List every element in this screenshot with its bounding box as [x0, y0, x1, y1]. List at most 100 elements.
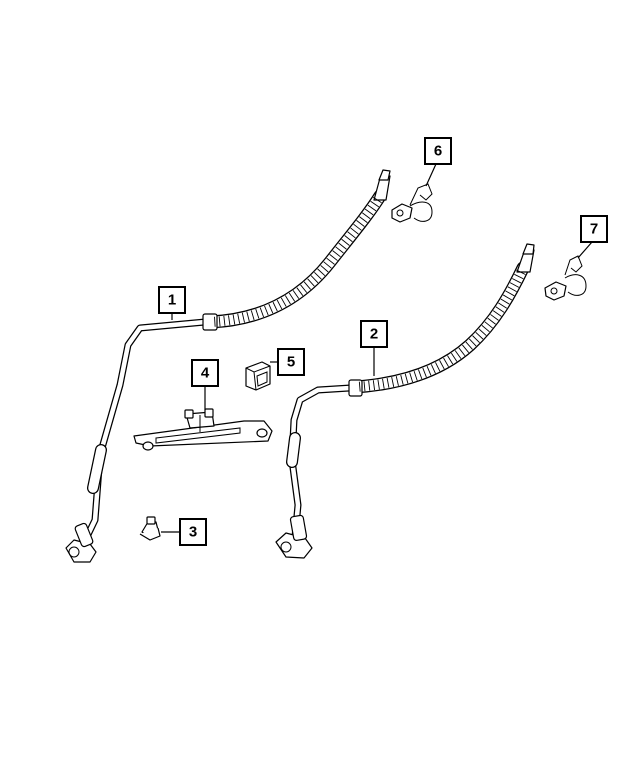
leader-lines	[161, 163, 593, 533]
hose-rib	[296, 287, 304, 296]
hose-rib	[481, 325, 490, 333]
hose-rib	[409, 372, 414, 383]
hose-rib	[478, 328, 487, 336]
hose-rib	[363, 381, 366, 392]
hose-rib	[214, 316, 216, 327]
hose-rib	[367, 204, 377, 212]
callout-label-5: 5	[287, 354, 295, 371]
callout-label-7: 7	[590, 221, 598, 238]
hose-rib	[443, 357, 449, 367]
hose-rib	[439, 360, 445, 370]
callout-2: 2	[360, 320, 388, 348]
hose-rib	[507, 286, 517, 292]
hose-rib	[353, 223, 362, 231]
hose-rib	[404, 373, 409, 384]
hose-rib	[391, 377, 395, 387]
hose-rib	[323, 261, 332, 269]
hose-rib	[418, 369, 423, 380]
part-6-wire-clip	[391, 183, 433, 223]
callout-5: 5	[277, 348, 305, 376]
hose-rib	[487, 317, 496, 325]
hose-rib	[314, 271, 322, 280]
hose-rib	[320, 265, 329, 273]
callout-label-6: 6	[434, 143, 442, 160]
part-5-clamp	[245, 361, 271, 391]
hose-rib	[347, 231, 356, 239]
callout-label-3: 3	[189, 524, 197, 541]
callout-label-2: 2	[370, 326, 378, 343]
leader-7	[577, 241, 593, 259]
hose-rib	[468, 338, 477, 347]
hose-rib	[255, 308, 260, 319]
hose-rib	[292, 290, 300, 299]
hose-rib	[400, 374, 404, 385]
hose-rib	[413, 370, 418, 381]
callout-7: 7	[580, 215, 608, 243]
hose-rib	[223, 315, 226, 326]
hose-rib	[361, 212, 371, 220]
hose-rib	[317, 268, 326, 276]
hose-rib	[329, 254, 338, 261]
hose-rib	[232, 314, 236, 325]
hose-rib	[250, 310, 255, 321]
hose-rib	[246, 311, 250, 322]
hose-rib	[341, 238, 350, 246]
hose-1	[65, 169, 391, 563]
hose-rib	[462, 344, 470, 353]
callout-label-4: 4	[201, 365, 210, 382]
hose-rib	[364, 208, 374, 216]
callout-label-1: 1	[168, 292, 176, 309]
hose-rib	[307, 278, 315, 287]
part-7-wire-clip	[544, 255, 587, 301]
hose-rib	[514, 273, 524, 280]
hose-rib	[358, 381, 361, 392]
hose-rib	[303, 281, 311, 290]
hose-rib	[505, 290, 515, 297]
hose-rib	[259, 307, 264, 318]
hose-rib	[300, 284, 308, 293]
hose-rib	[422, 367, 427, 378]
hose-rib	[509, 282, 520, 288]
hose-rib	[516, 269, 526, 275]
hose-rib	[475, 331, 484, 340]
hose-rib	[447, 355, 454, 365]
hose-rib	[472, 335, 480, 343]
hose-rib	[465, 341, 473, 350]
part-4-bracket	[133, 408, 273, 451]
hose-rib	[382, 378, 385, 389]
hose-rib	[495, 306, 505, 313]
leader-6	[425, 163, 437, 187]
callout-6: 6	[424, 137, 452, 165]
hose-rib	[326, 257, 335, 265]
hose-rib	[500, 298, 510, 305]
part-3-clip	[139, 516, 161, 541]
hose-rib	[288, 292, 296, 302]
hose-rib	[484, 321, 493, 329]
hose-rib	[372, 196, 382, 204]
hose-rib	[502, 294, 513, 301]
hose-rib	[237, 313, 241, 324]
hose-rib	[430, 364, 436, 374]
hose-rib	[377, 379, 380, 390]
hose-rib	[492, 310, 502, 317]
hose-rib	[268, 303, 274, 314]
hose-rib	[372, 380, 376, 391]
hose-rib	[276, 299, 283, 310]
hose-rib	[368, 380, 371, 391]
hose-rib	[241, 312, 245, 323]
hose-rib	[218, 316, 221, 327]
hose-rib	[335, 246, 344, 254]
hose-rib	[370, 200, 380, 208]
callout-3: 3	[179, 518, 207, 546]
hose-rib	[344, 235, 353, 243]
hose-rib	[450, 352, 458, 362]
hose-rib	[280, 297, 287, 307]
hose-rib	[359, 216, 368, 224]
hose-rib	[264, 305, 269, 316]
hose-rib	[395, 375, 399, 386]
hose-rib	[356, 220, 365, 227]
hose-rib	[435, 362, 441, 372]
hose-rib	[490, 314, 499, 321]
hose-2	[275, 243, 535, 559]
